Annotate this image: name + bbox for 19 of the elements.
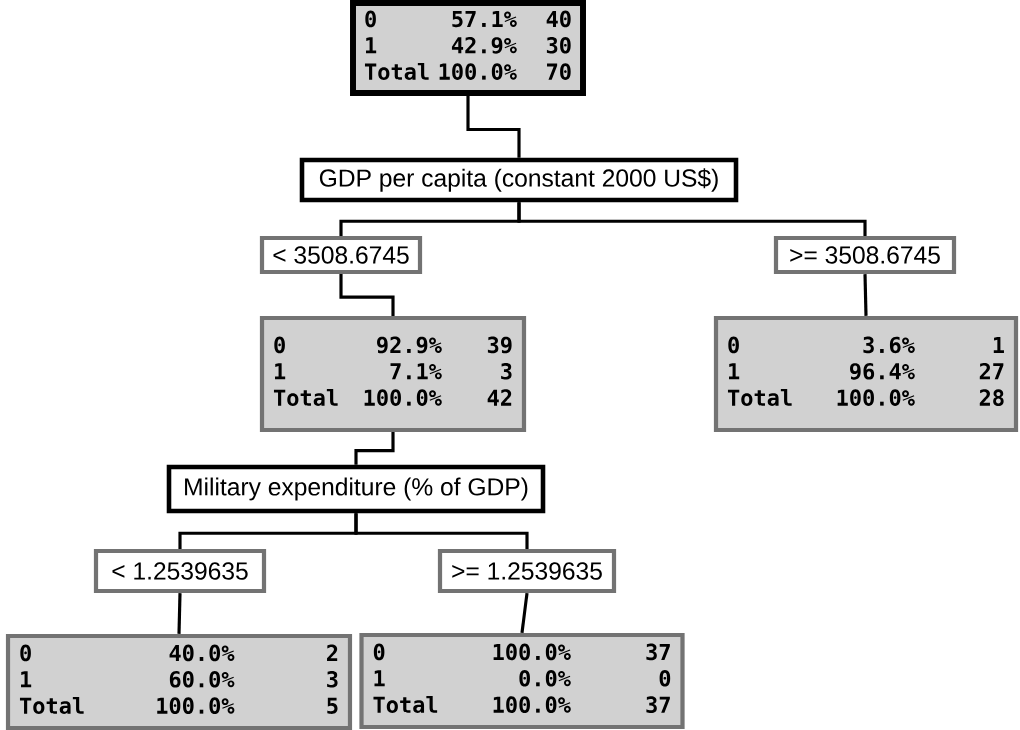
count-table: 0 57.1% 40 1 42.9% 30 Total 100.0% 70 — [350, 0, 586, 96]
connector-line — [466, 96, 521, 158]
connector-line — [354, 513, 529, 549]
connector-line — [177, 593, 182, 634]
connector-line — [517, 202, 867, 236]
count-table: 0 3.6% 1 1 96.4% 27 Total 100.0% 28 — [713, 315, 1019, 433]
count-table: 0 40.0% 2 1 60.0% 3 Total 100.0% 5 — [5, 633, 353, 730]
split-variable-box: GDP per capita (constant 2000 US$) — [299, 157, 739, 203]
connector-line — [520, 592, 529, 634]
condition-box: < 3508.6745 — [259, 235, 423, 275]
condition-box: >= 3508.6745 — [773, 235, 957, 275]
connector-line — [863, 274, 868, 316]
connector-line — [339, 274, 395, 316]
count-table: 0 92.9% 39 1 7.1% 3 Total 100.0% 42 — [259, 315, 527, 433]
condition-box: < 1.2539635 — [93, 548, 267, 594]
count-table: 0 100.0% 37 1 0.0% 0 Total 100.0% 37 — [359, 632, 685, 730]
split-variable-box: Military expenditure (% of GDP) — [166, 464, 546, 514]
condition-box: >= 1.2539635 — [437, 548, 617, 594]
connector-line — [354, 432, 395, 465]
